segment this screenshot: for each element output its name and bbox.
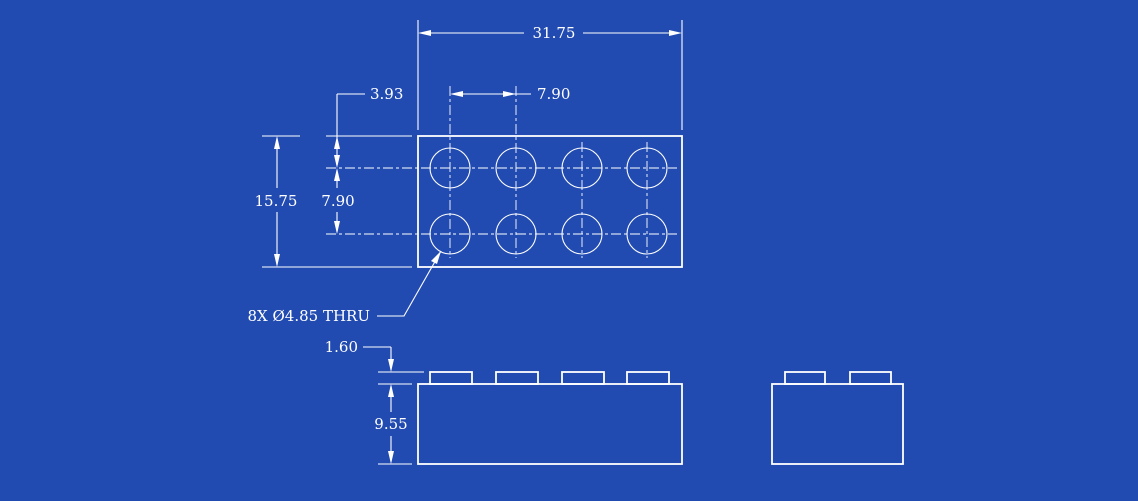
dimension-label: 7.90 <box>537 85 570 103</box>
dimension-label: 1.60 <box>325 338 358 356</box>
dimension-label: 7.90 <box>321 192 354 210</box>
dimension-stud-pitch-x: 7.90 <box>450 85 570 103</box>
dimension-label: 15.75 <box>255 192 298 210</box>
stud-holes <box>429 147 668 255</box>
stud-hole <box>429 213 471 255</box>
stud-hole <box>561 147 603 189</box>
dimension-label: 9.55 <box>374 415 407 433</box>
side-view <box>771 371 904 465</box>
center-lines <box>326 86 677 258</box>
top-view: 31.75 7.90 3.93 7.90 <box>248 20 683 325</box>
stud-profile <box>626 371 670 385</box>
dimension-stud-offset: 3.93 <box>326 85 412 168</box>
stud-hole <box>561 213 603 255</box>
stud-hole <box>626 147 668 189</box>
dimension-label: 31.75 <box>533 24 576 42</box>
stud-hole <box>495 147 537 189</box>
stud-profile <box>429 371 473 385</box>
stud-hole <box>626 213 668 255</box>
stud-profile <box>495 371 539 385</box>
stud-profile <box>849 371 892 385</box>
stud-hole <box>429 147 471 189</box>
front-view-body <box>417 383 683 465</box>
dimension-overall-length: 31.75 <box>417 20 683 130</box>
side-view-body <box>771 383 904 465</box>
dimension-body-height: 9.55 <box>374 383 412 465</box>
stud-profile <box>784 371 826 385</box>
dimension-label: 3.93 <box>370 85 403 103</box>
front-view: 1.60 9.55 <box>325 338 683 465</box>
stud-hole <box>495 213 537 255</box>
hole-callout-label: 8X Ø4.85 THRU <box>248 307 370 325</box>
hole-callout: 8X Ø4.85 THRU <box>248 250 442 325</box>
top-view-outline <box>417 135 683 268</box>
stud-profile <box>561 371 605 385</box>
dimension-stud-pitch-y: 7.90 <box>321 168 355 234</box>
dimension-overall-width: 15.75 <box>255 135 412 268</box>
dimension-stud-height: 1.60 <box>325 338 424 373</box>
